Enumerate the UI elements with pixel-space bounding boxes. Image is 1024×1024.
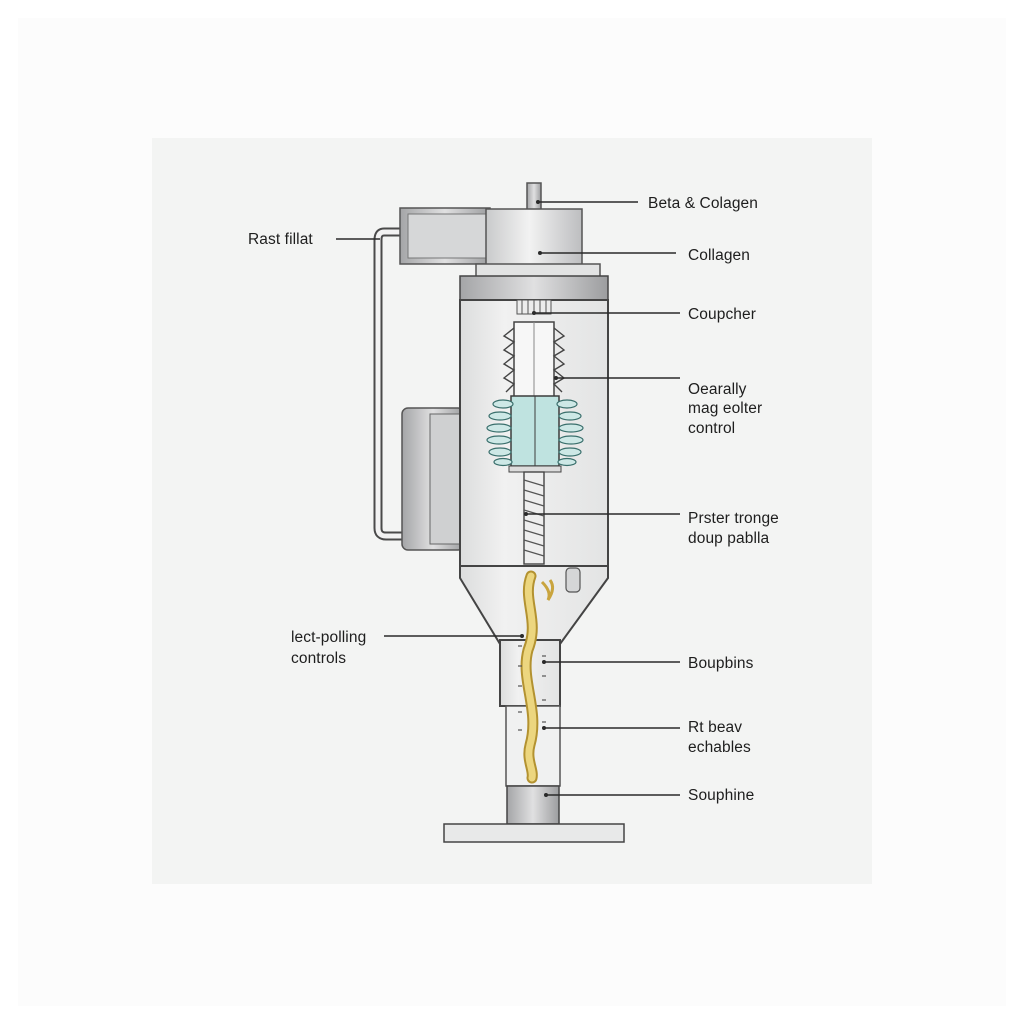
label-rt-beav-1: Rt beav — [688, 719, 743, 736]
coil-element — [518, 570, 555, 784]
label-souphine: Souphine — [688, 787, 755, 804]
label-oearally-3: control — [688, 420, 736, 437]
upper-connector — [399, 207, 491, 265]
side-chamber — [401, 407, 465, 551]
base — [443, 785, 625, 843]
label-prster-2: doup pablla — [688, 530, 770, 547]
inner-fitting — [516, 299, 552, 315]
label-oearally-1: Oearally — [688, 381, 747, 398]
threaded-shaft — [523, 471, 545, 565]
side-tube — [373, 227, 404, 541]
label-coupcher: Coupcher — [688, 306, 757, 323]
label-boupbins: Boupbins — [688, 655, 754, 672]
label-rt-beav-2: echables — [688, 739, 751, 756]
label-collagen: Collagen — [688, 247, 750, 264]
label-rast-fillat: Rast fillat — [248, 231, 313, 248]
leader-dots — [520, 200, 558, 797]
label-beta-collagen: Beta & Colagen — [648, 195, 758, 212]
leader-lines — [336, 201, 680, 796]
top-cap — [475, 208, 601, 279]
label-oearally-2: mag eolter — [688, 400, 763, 417]
label-lect-polling-1: lect-polling — [291, 629, 367, 646]
label-prster-1: Prster tronge — [688, 510, 779, 527]
fluid-reservoir — [486, 395, 584, 473]
label-lect-polling-2: controls — [291, 650, 347, 667]
